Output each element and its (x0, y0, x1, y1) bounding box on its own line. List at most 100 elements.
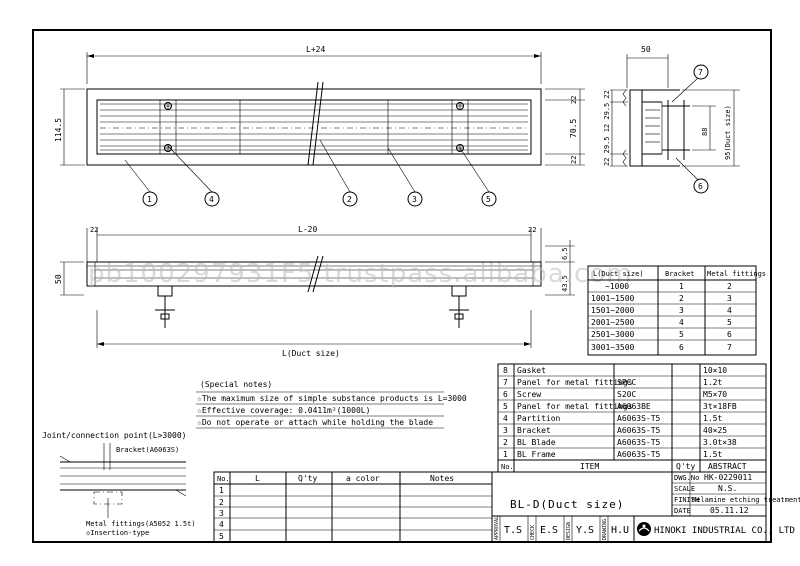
signoff-role: DRAWING (602, 519, 608, 540)
finish-value: Melamine etching treatment (692, 496, 800, 504)
front-height: 50 (54, 274, 63, 284)
note-line: ☆Effective coverage: 0.0411m²(1000L) (197, 406, 370, 415)
part-item: Panel for metal fittings (517, 402, 633, 411)
part-item: Screw (517, 390, 541, 399)
signoff-initials: Y.S (576, 525, 594, 536)
front-view: 22 L-20 22 50 6.5 43.5 (54, 225, 575, 358)
part-item: BL Blade (517, 438, 556, 447)
bracket-row-count: 6 (679, 343, 684, 352)
part-no: 4 (503, 414, 508, 423)
part-no: 1 (503, 450, 508, 459)
bracket-row-size: 3001~3500 (591, 343, 635, 352)
part-no: 3 (503, 426, 508, 435)
front-dim-b: 43.5 (561, 275, 569, 292)
front-dim-a: 6.5 (561, 247, 569, 260)
dwg-label: DWG.No (674, 474, 699, 482)
part-item: Gasket (517, 366, 546, 375)
callout-3: 3 (412, 195, 417, 204)
order-row-no: 3 (219, 509, 224, 518)
part-material: S20C (617, 390, 636, 399)
bracket-row-size: 1001~1500 (591, 294, 635, 303)
callout-1: 1 (147, 195, 152, 204)
part-no: 6 (503, 390, 508, 399)
part-material: A6063S-T5 (617, 426, 661, 435)
part-material: SPCC (617, 378, 636, 387)
joint-detail: Joint/connection point(L>3000) Bracket(A… (42, 431, 196, 537)
part-abstract: 3.0t×38 (703, 438, 737, 447)
order-row-no: 4 (219, 520, 224, 529)
bracket-row-count: 5 (679, 330, 684, 339)
order-header-no: No. (217, 475, 230, 483)
signoff-role: CHECK (530, 525, 536, 540)
bracket-row-count: 3 (679, 306, 684, 315)
parts-footer-no: No. (501, 463, 514, 471)
scale-value: N.S. (718, 484, 737, 493)
dim-overall-height: 114.5 (54, 118, 63, 142)
order-row-no: 1 (219, 486, 224, 495)
watermark: pb100297931F5 trustpass.alibaba.com (88, 259, 633, 289)
side-view: 50 22 29.5 12 29.5 22 88 95(Duct (603, 45, 740, 194)
bracket-row-fittings: 6 (727, 330, 732, 339)
bracket-row-count: 1 (679, 282, 684, 291)
bracket-row-fittings: 3 (727, 294, 732, 303)
part-no: 7 (503, 378, 508, 387)
bracket-row-fittings: 4 (727, 306, 732, 315)
part-material: A6063S-T5 (617, 438, 661, 447)
part-material: A6063S-T5 (617, 450, 661, 459)
bracket-row-size: ~1000 (605, 282, 629, 291)
part-no: 8 (503, 366, 508, 375)
side-stack-dims: 22 29.5 12 29.5 22 (603, 90, 611, 166)
callout-2: 2 (347, 195, 352, 204)
note-line: ☆Do not operate or attach while holding … (197, 418, 433, 427)
callout-4: 4 (209, 195, 214, 204)
part-material: A6063S-T5 (617, 414, 661, 423)
bracket-row-count: 2 (679, 294, 684, 303)
signoff-role: APPROVAL (494, 516, 500, 540)
parts-footer-qty: Q'ty (676, 462, 695, 471)
part-no: 5 (503, 402, 508, 411)
order-header-color: a color (346, 474, 380, 483)
part-abstract: 40×25 (703, 426, 727, 435)
callout-5: 5 (486, 195, 491, 204)
parts-footer-item: ITEM (580, 462, 599, 471)
bracket-header-fittings: Metal fittings (707, 270, 766, 278)
date-label: DATE (674, 507, 691, 515)
dim-inner-height: 70.5 (569, 119, 578, 138)
finish-label: FINISH (674, 496, 699, 504)
order-row-no: 5 (219, 532, 224, 541)
joint-insertion: ◇Insertion-type (86, 529, 149, 537)
bracket-header-size: L(Duct size) (593, 270, 644, 278)
part-material: A6063BE (617, 402, 651, 411)
part-item: Partition (517, 414, 561, 423)
dim-overall-length: L+24 (306, 45, 325, 54)
side-width: 50 (641, 45, 651, 54)
drawing-title: BL-D(Duct size) (510, 498, 624, 511)
joint-title: Joint/connection point(L>3000) (42, 431, 187, 440)
callout-7: 7 (698, 68, 703, 77)
bracket-header-bracket: Bracket (665, 270, 695, 278)
part-item: Bracket (517, 426, 551, 435)
notes-title: (Special notes) (200, 380, 272, 389)
signoff-initials: H.U (611, 525, 629, 536)
top-view: L+24 114.5 (54, 45, 585, 207)
part-abstract: 1.5t (703, 450, 722, 459)
part-no: 2 (503, 438, 508, 447)
joint-fittings: Metal fittings(A5052 1.5t) (86, 520, 196, 528)
part-abstract: 1.2t (703, 378, 722, 387)
front-left-margin: 22 (90, 226, 98, 234)
parts-footer-abstract: ABSTRACT (708, 462, 747, 471)
bracket-row-fittings: 2 (727, 282, 732, 291)
part-abstract: 10×10 (703, 366, 727, 375)
part-abstract: M5×70 (703, 390, 727, 399)
dim-edge-top: 22 (570, 96, 578, 104)
callout-6: 6 (698, 182, 703, 191)
side-duct-size: 95(Duct size) (724, 105, 732, 160)
part-item: Panel for metal fittings (517, 378, 633, 387)
bracket-row-size: 2001~2500 (591, 318, 635, 327)
dim-edge-bottom: 22 (570, 156, 578, 164)
signoff-initials: E.S (540, 525, 558, 536)
order-header-notes: Notes (430, 474, 454, 483)
side-height: 88 (701, 128, 709, 136)
bracket-row-size: 2501~3000 (591, 330, 635, 339)
